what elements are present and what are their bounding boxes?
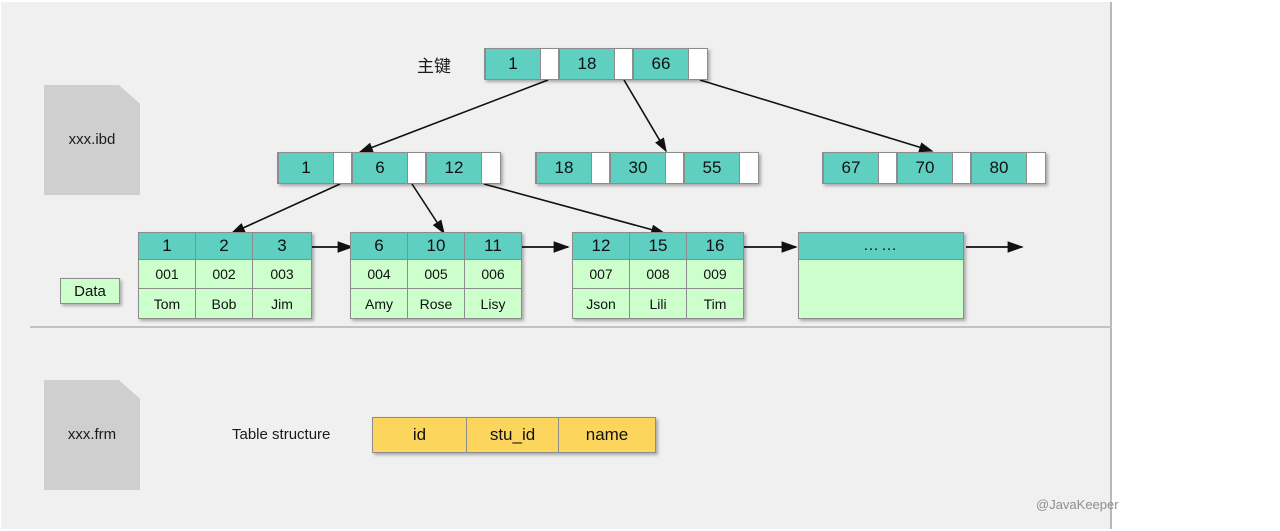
internal-2-key-1: 70 (897, 153, 953, 183)
leaf-node-0: 1 2 3 001 002 003 Tom Bob Jim (138, 232, 312, 319)
internal-2-key-0: 67 (823, 153, 879, 183)
leaf-1-id-1: 10 (408, 233, 465, 260)
leaf-ellipsis-label: …… (799, 233, 963, 260)
leaf-0-id-1: 2 (196, 233, 253, 260)
internal-2-pointer-2 (1027, 153, 1045, 183)
leaf-0-stuid-row: 001 002 003 (139, 260, 311, 289)
leaf-1-key-row: 6 10 11 (351, 233, 521, 260)
leaf-2-stuid-2: 009 (687, 260, 743, 289)
table-column-stu-id: stu_id (467, 418, 559, 452)
internal-1-pointer-1 (666, 153, 684, 183)
internal-2-key-2: 80 (971, 153, 1027, 183)
internal-1-pointer-0 (592, 153, 610, 183)
leaf-2-id-0: 12 (573, 233, 630, 260)
file-label-ibd: xxx.ibd (68, 131, 116, 148)
leaf-0-stuid-0: 001 (139, 260, 196, 289)
internal-2-pointer-0 (879, 153, 897, 183)
leaf-2-id-1: 15 (630, 233, 687, 260)
leaf-2-stuid-0: 007 (573, 260, 630, 289)
leaf-1-stuid-0: 004 (351, 260, 408, 289)
leaf-0-stuid-1: 002 (196, 260, 253, 289)
internal-node-0: 1 6 12 (277, 152, 501, 184)
root-key-2: 66 (633, 49, 689, 79)
internal-0-pointer-0 (334, 153, 352, 183)
section-divider (30, 326, 1112, 328)
leaf-0-id-0: 1 (139, 233, 196, 260)
leaf-2-name-0: Json (573, 289, 630, 318)
leaf-1-stuid-2: 006 (465, 260, 521, 289)
file-icon-frm (44, 380, 140, 490)
table-column-name: name (559, 418, 655, 452)
leaf-node-ellipsis: …… (798, 232, 964, 319)
internal-0-key-2: 12 (426, 153, 482, 183)
table-structure-label: Table structure (232, 426, 331, 443)
root-key-0: 1 (485, 49, 541, 79)
internal-1-pointer-2 (740, 153, 758, 183)
leaf-1-name-1: Rose (408, 289, 465, 318)
internal-node-1: 18 30 55 (535, 152, 759, 184)
leaf-1-id-2: 11 (465, 233, 521, 260)
watermark: @JavaKeeper (1036, 497, 1119, 512)
root-pointer-1 (615, 49, 633, 79)
internal-0-pointer-1 (408, 153, 426, 183)
leaf-1-id-0: 6 (351, 233, 408, 260)
root-key-1: 18 (559, 49, 615, 79)
leaf-0-name-1: Bob (196, 289, 253, 318)
leaf-2-name-row: Json Lili Tim (573, 289, 743, 318)
leaf-node-2: 12 15 16 007 008 009 Json Lili Tim (572, 232, 744, 319)
leaf-0-name-row: Tom Bob Jim (139, 289, 311, 318)
leaf-2-id-2: 16 (687, 233, 743, 260)
root-pointer-0 (541, 49, 559, 79)
internal-1-key-2: 55 (684, 153, 740, 183)
file-label-frm: xxx.frm (67, 426, 117, 443)
root-pointer-2 (689, 49, 707, 79)
internal-1-key-1: 30 (610, 153, 666, 183)
leaf-1-stuid-1: 005 (408, 260, 465, 289)
internal-2-pointer-1 (953, 153, 971, 183)
leaf-1-name-row: Amy Rose Lisy (351, 289, 521, 318)
leaf-1-name-2: Lisy (465, 289, 521, 318)
leaf-0-stuid-2: 003 (253, 260, 311, 289)
leaf-0-id-2: 3 (253, 233, 311, 260)
leaf-2-stuid-row: 007 008 009 (573, 260, 743, 289)
primary-key-label: 主键 (417, 57, 451, 77)
leaf-2-stuid-1: 008 (630, 260, 687, 289)
leaf-0-key-row: 1 2 3 (139, 233, 311, 260)
leaf-2-name-2: Tim (687, 289, 743, 318)
internal-node-2: 67 70 80 (822, 152, 1046, 184)
leaf-2-key-row: 12 15 16 (573, 233, 743, 260)
internal-0-key-1: 6 (352, 153, 408, 183)
table-column-id: id (373, 418, 467, 452)
data-badge: Data (60, 278, 120, 304)
file-icon-ibd (44, 85, 140, 195)
internal-0-pointer-2 (482, 153, 500, 183)
root-node: 1 18 66 (484, 48, 708, 80)
internal-1-key-0: 18 (536, 153, 592, 183)
leaf-0-name-0: Tom (139, 289, 196, 318)
table-structure: id stu_id name (372, 417, 656, 453)
leaf-1-stuid-row: 004 005 006 (351, 260, 521, 289)
leaf-ellipsis-body (799, 260, 963, 318)
leaf-1-name-0: Amy (351, 289, 408, 318)
leaf-2-name-1: Lili (630, 289, 687, 318)
internal-0-key-0: 1 (278, 153, 334, 183)
leaf-node-1: 6 10 11 004 005 006 Amy Rose Lisy (350, 232, 522, 319)
leaf-0-name-2: Jim (253, 289, 311, 318)
